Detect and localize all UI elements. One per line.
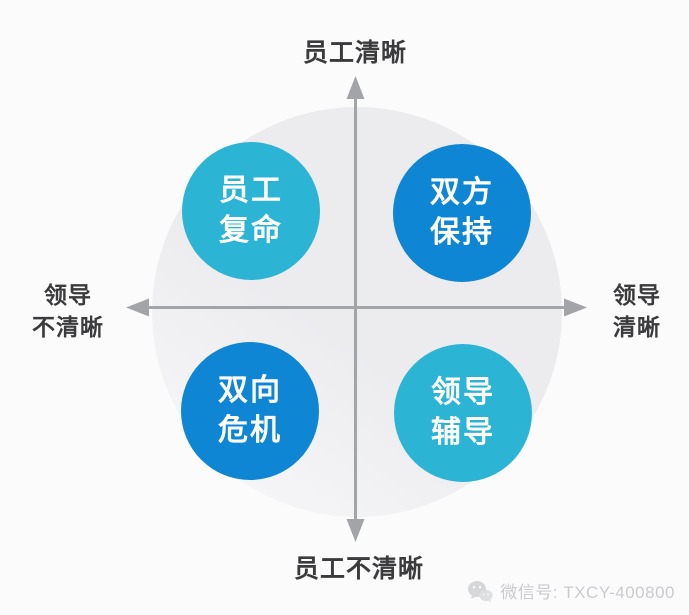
quadrant-circle-bottom-left: 双向 危机 xyxy=(181,342,319,480)
quadrant-label-line: 辅导 xyxy=(431,416,495,449)
quadrant-label-line: 员工 xyxy=(219,174,283,208)
axis-label-right-line2: 清晰 xyxy=(613,314,661,341)
quadrant-label-line: 复命 xyxy=(219,214,283,247)
quadrant-label-line: 保持 xyxy=(430,216,494,249)
watermark-text: 微信号: TXCY-400800 xyxy=(500,583,675,602)
watermark: 微信号: TXCY-400800 xyxy=(467,578,675,603)
arrow-left-icon xyxy=(126,298,149,317)
quadrant-circle-top-right: 双方 保持 xyxy=(393,144,531,282)
quadrant-label-line: 双向 xyxy=(218,374,282,408)
axis-label-left-line1: 领导 xyxy=(44,282,92,308)
axis-label-left-line2: 不清晰 xyxy=(32,314,104,341)
wechat-icon xyxy=(468,580,493,602)
quadrant-label-line: 危机 xyxy=(218,414,282,447)
quadrant-label-line: 双方 xyxy=(430,176,494,210)
arrow-down-icon xyxy=(346,519,365,542)
quadrant-label-line: 领导 xyxy=(431,376,495,410)
axis-label-left: 领导 不清晰 xyxy=(14,279,122,343)
axis-label-top: 员工清晰 xyxy=(302,39,408,67)
arrow-right-icon xyxy=(564,298,587,317)
quadrant-circle-bottom-right: 领导 辅导 xyxy=(394,344,532,482)
axis-label-right-line1: 领导 xyxy=(613,282,661,308)
axis-label-bottom: 员工不清晰 xyxy=(293,555,425,583)
arrow-up-icon xyxy=(346,76,365,99)
quadrant-circle-top-left: 员工 复命 xyxy=(182,142,320,280)
axis-label-right: 领导 清晰 xyxy=(595,279,679,343)
